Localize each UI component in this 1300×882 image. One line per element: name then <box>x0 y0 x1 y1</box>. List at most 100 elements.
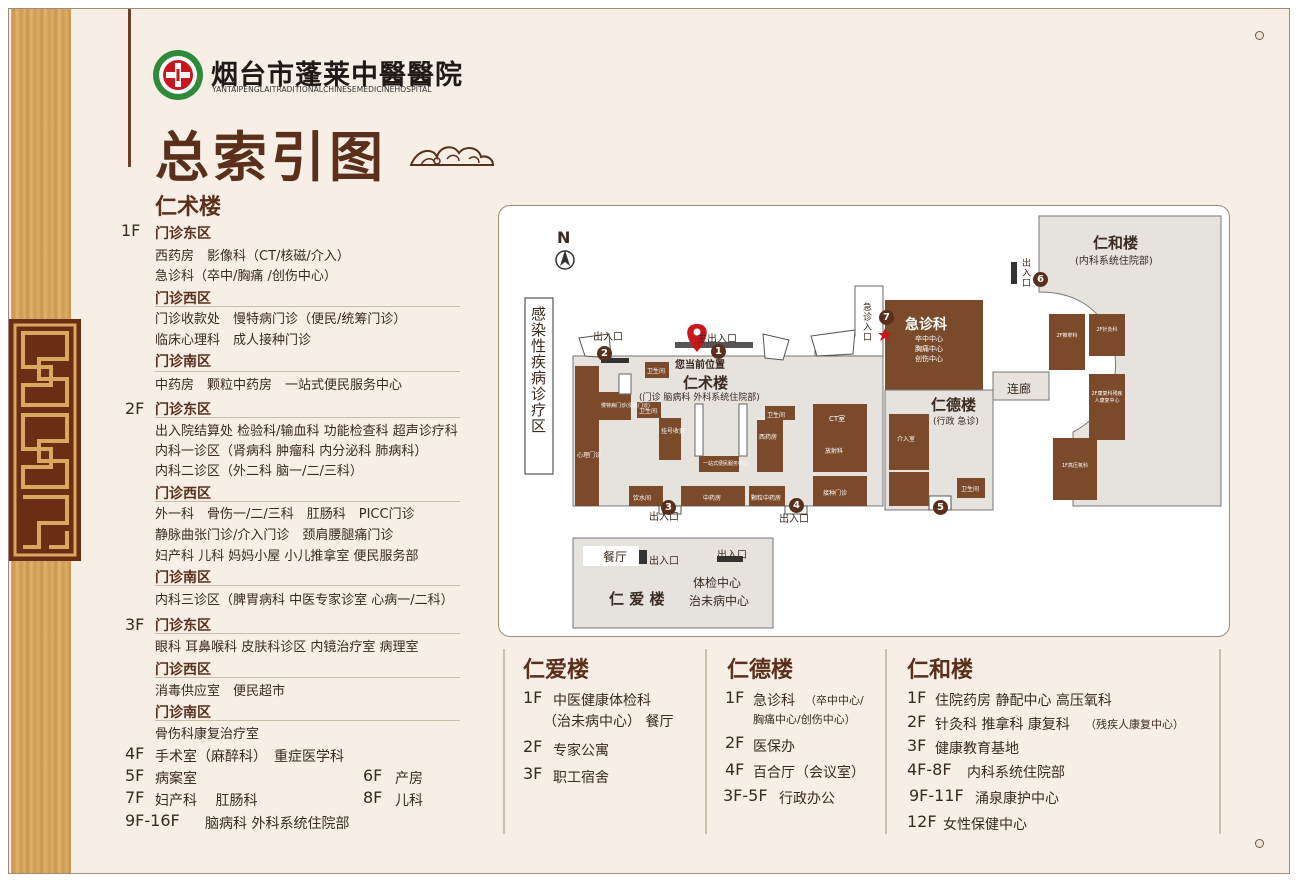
column-divider <box>503 649 505 834</box>
renshu-8f-text: 儿科 <box>395 793 423 809</box>
map-room-label: 心理门诊 <box>577 452 602 459</box>
renshu-1f-south-item: 中药房 颗粒中药房 一站式便民服务中心 <box>155 378 403 393</box>
renhe-2f-text: 针灸科 推拿科 康复科 <box>935 717 1070 733</box>
jizhen-map-label: 急诊科 <box>905 317 947 333</box>
exit-label: 出入口 <box>649 556 679 567</box>
renshu-3f-west-zone: 门诊西区 <box>155 662 211 678</box>
exit-label: 出入口 <box>593 332 623 343</box>
renai-3f-label: 3F <box>523 764 543 783</box>
renhe-911f-text: 涌泉康护中心 <box>975 791 1059 807</box>
map-room-label: 2F针灸科 <box>1096 327 1118 333</box>
zone-divider <box>155 371 460 372</box>
renshu-7f-text: 妇产科 肛肠科 <box>155 793 258 809</box>
renshu-map-sub: (门诊 脑病科 外科系统住院部) <box>639 393 760 403</box>
renshu-9f-text: 脑病科 外科系统住院部 <box>205 816 350 832</box>
map-room-label: 饮水间 <box>633 495 652 502</box>
renshu-5f-label: 5F <box>125 766 145 785</box>
renshu-map-label: 仁术楼 <box>683 374 729 392</box>
renshu-1f-east-zone: 门诊东区 <box>155 226 211 242</box>
renshu-1f-west-item: 门诊收款处 慢特病门诊（便民/统筹门诊） <box>155 312 407 327</box>
rende-2f-text: 医保办 <box>753 739 795 755</box>
zone-divider <box>155 633 460 634</box>
map-room-label: 接种门诊 <box>823 490 848 497</box>
hospital-name-en: YANTAIPENGLAITRADITIONALCHINESEMEDICINEH… <box>212 85 432 94</box>
map-room-label: 介入室 <box>897 436 916 443</box>
renshu-2f-south-item: 内科三诊区（脾胃病科 中医专家诊室 心病一/二科） <box>155 593 454 608</box>
tijian-label: 体检中心 <box>693 576 742 590</box>
renhe-3f-text: 健康教育基地 <box>935 741 1019 757</box>
map-room-label: 放射科 <box>825 448 844 455</box>
hospital-directory-board: 烟台市蓬莱中醫醫院 YANTAIPENGLAITRADITIONALCHINES… <box>8 8 1290 874</box>
renhe-title: 仁和楼 <box>907 658 974 683</box>
rende-35f-text: 行政办公 <box>779 791 835 807</box>
rende-4f-text: 百合厅（会议室） <box>753 765 865 781</box>
exit-label: 出入口 <box>717 550 747 561</box>
renai-2f-label: 2F <box>523 737 543 756</box>
renhe-map-label: 仁和楼 <box>1093 234 1139 252</box>
map-room-label: 中药房 <box>703 495 722 502</box>
zhiwei-label: 治未病中心 <box>689 594 750 608</box>
rende-2f-label: 2F <box>725 733 745 752</box>
renshu-2f-south-zone: 门诊南区 <box>155 570 211 586</box>
renshu-3f-south-zone: 门诊南区 <box>155 705 211 721</box>
renhe-48f-label: 4F-8F <box>907 760 952 779</box>
jizhen-sub: 创伤中心 <box>915 355 943 363</box>
renhe-3f-label: 3F <box>907 736 927 755</box>
marker-4-icon: 4 <box>789 498 804 513</box>
map-room-label: 一站式便民服务中心 <box>703 461 749 467</box>
rende-1f-label: 1F <box>725 688 745 707</box>
renshu-1f-east-item: 西药房 影像科（CT/核磁/介入） <box>155 249 350 264</box>
renshu-1f-south-zone: 门诊南区 <box>155 354 211 370</box>
renhe-12f-text: 女性保健中心 <box>943 817 1027 833</box>
rende-35f-label: 3F-5F <box>723 786 768 805</box>
rende-1f-text: 急诊科 <box>753 693 795 709</box>
north-label: N <box>557 228 571 247</box>
renshu-9f-label: 9F-16F <box>125 811 180 830</box>
renshu-2f-east-zone: 门诊东区 <box>155 402 211 418</box>
map-room-label: 挂号收费 <box>661 428 686 435</box>
map-room-label: CT室 <box>829 415 846 423</box>
renshu-2f-west-zone: 门诊西区 <box>155 486 211 502</box>
map-room-label: 卫生间 <box>647 368 666 375</box>
site-map: N 感染性疾病诊疗区 出入口 主出入口 您当前位置 仁术楼 (门诊 脑病科 外科… <box>498 205 1230 637</box>
renshu-1f-west-zone: 门诊西区 <box>155 291 211 307</box>
rende-4f-label: 4F <box>725 760 745 779</box>
cloud-ornament-icon <box>409 146 495 166</box>
renai-2f-text: 专家公寓 <box>553 743 609 759</box>
renshu-2f-east-item: 内科一诊区（肾病科 肿瘤科 内分泌科 肺病科） <box>155 444 428 459</box>
jizhen-sub: 胸痛中心 <box>915 345 943 353</box>
renhe-2f-label: 2F <box>907 712 927 731</box>
renhe-1f-text: 住院药房 静配中心 高压氧科 <box>935 693 1112 709</box>
lattice-ornament-icon <box>9 319 81 561</box>
hospital-logo-icon <box>153 50 203 100</box>
emergency-entrance-label: 急诊入口 <box>861 302 871 342</box>
map-room-label: 颗粒中药房 <box>751 495 782 502</box>
renai-1f-text: 中医健康体检科 <box>553 693 651 709</box>
renshu-6f-label: 6F <box>363 766 383 785</box>
renshu-1f-west-item: 临床心理科 成人接种门诊 <box>155 333 312 348</box>
renhe-911f-label: 9F-11F <box>909 786 964 805</box>
renai-1f-text2: （治未病中心） 餐厅 <box>543 714 674 730</box>
renai-3f-text: 职工宿舍 <box>553 770 609 786</box>
marker-6-icon: 6 <box>1033 272 1048 287</box>
canteen-label: 餐厅 <box>603 550 628 564</box>
marker-5-icon: 5 <box>933 500 948 515</box>
renshu-title: 仁术楼 <box>155 195 222 220</box>
renshu-2f-east-item: 出入院结算处 检验科/输血科 功能检查科 超声诊疗科 <box>155 424 458 439</box>
infection-zone-label: 感染性疾病诊疗区 <box>529 306 547 434</box>
floor-plan-drawing <box>524 215 1222 629</box>
renshu-3f-south-item: 骨伤科康复治疗室 <box>155 727 260 742</box>
renshu-4f-text: 手术室（麻醉科） 重症医学科 <box>155 749 344 765</box>
renhe-12f-label: 12F <box>907 812 937 831</box>
screw-icon <box>1255 839 1264 848</box>
you-are-here-label: 您当前位置 <box>675 360 725 371</box>
exit-label: 出入口 <box>649 512 679 523</box>
header-divider <box>128 9 131 167</box>
renshu-7f-label: 7F <box>125 788 145 807</box>
exit-label: 出入口 <box>1020 258 1030 288</box>
renshu-2f-label: 2F <box>125 399 145 418</box>
renshu-3f-west-item: 消毒供应室 便民超市 <box>155 684 286 699</box>
corridor-label: 连廊 <box>1007 382 1032 396</box>
renhe-48f-text: 内科系统住院部 <box>967 765 1065 781</box>
renshu-2f-west-item: 妇产科 儿科 妈妈小屋 小儿推拿室 便民服务部 <box>155 549 419 564</box>
